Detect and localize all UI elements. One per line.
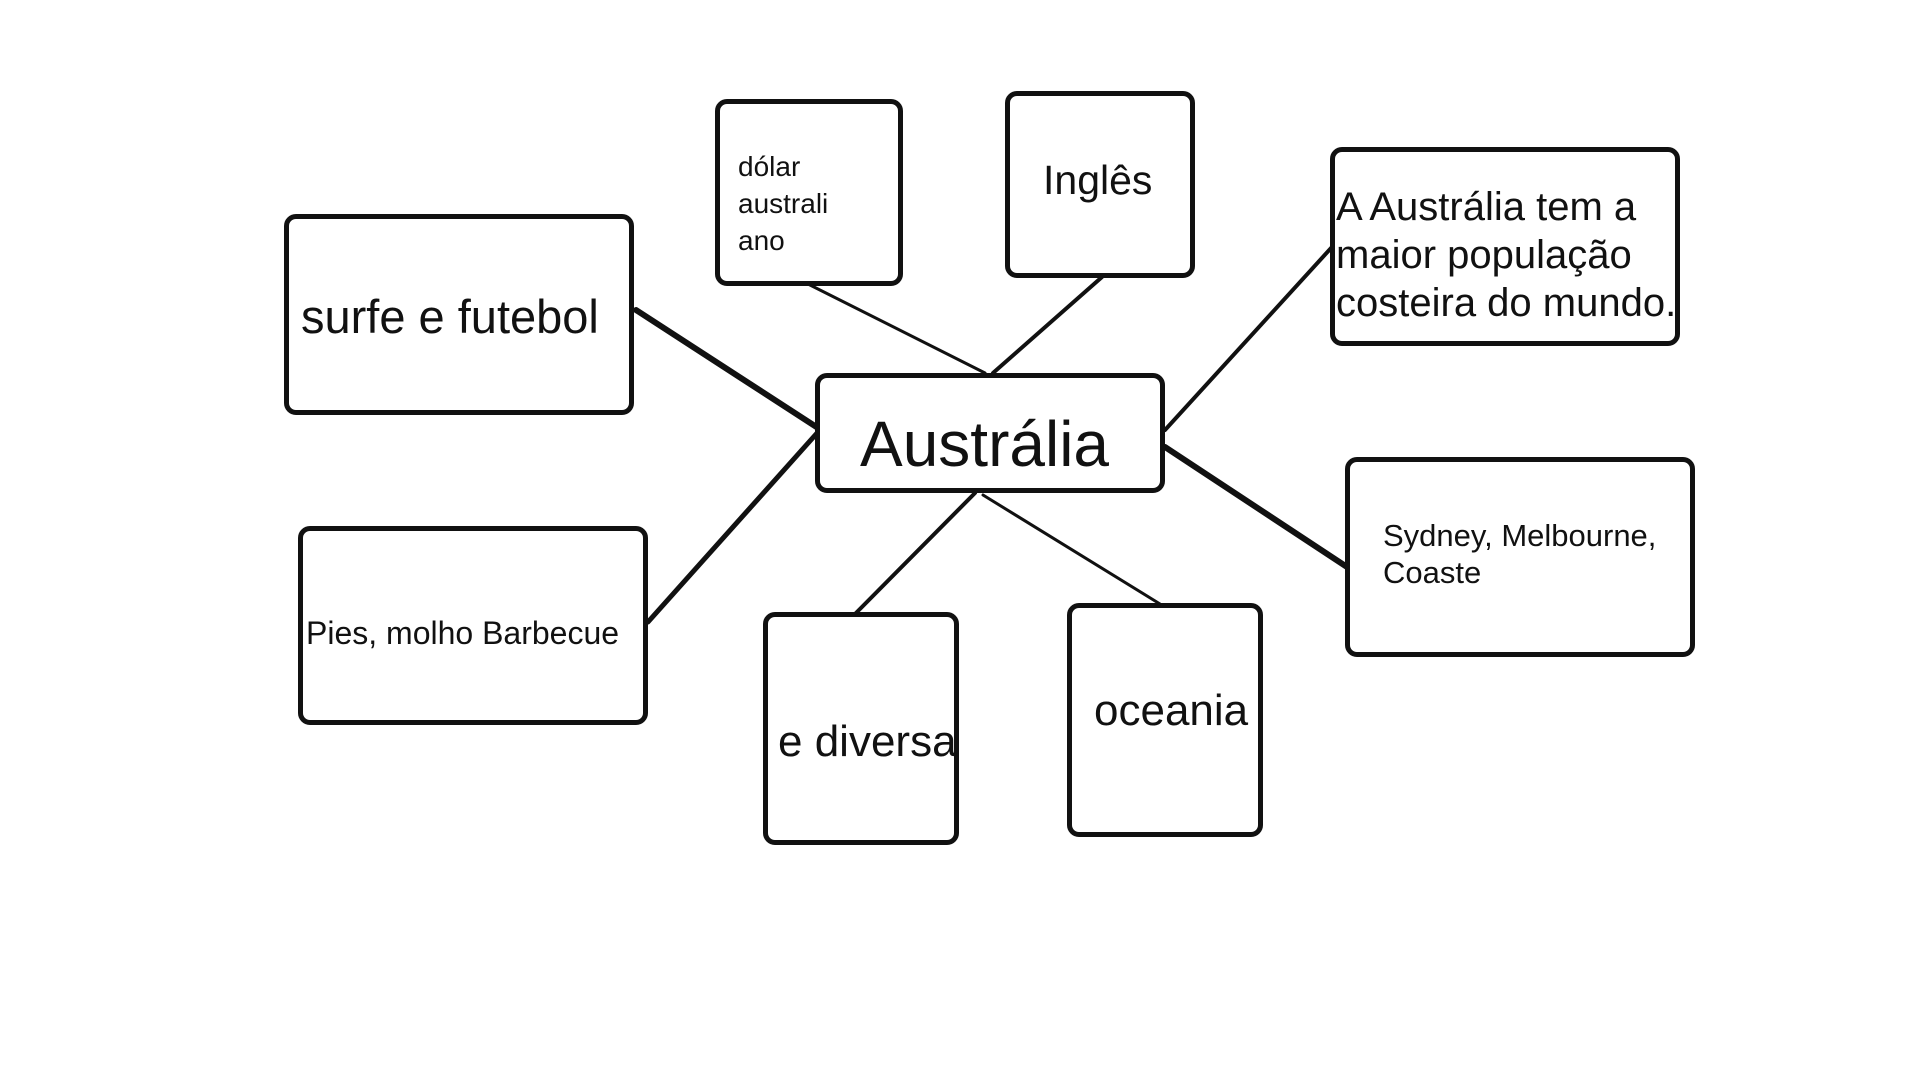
edge-center-language	[991, 275, 1104, 375]
edge-center-currency	[806, 282, 987, 375]
node-sport	[284, 214, 634, 415]
edge-center-food	[645, 429, 821, 625]
node-language-label: Inglês	[1043, 157, 1153, 203]
edge-center-population	[1163, 245, 1334, 432]
edge-center-cities	[1162, 444, 1350, 570]
node-currency	[715, 99, 903, 286]
node-sport-label: surfe e futebol	[301, 290, 599, 343]
center-node-label: Austrália	[860, 408, 1109, 480]
node-food-label: Pies, molho Barbecue	[306, 615, 620, 651]
edge-center-sport	[633, 307, 821, 431]
edge-center-diverse	[853, 491, 977, 616]
node-continent	[1067, 603, 1263, 837]
node-currency-label: dólar australi ano	[738, 151, 829, 256]
node-diverse	[763, 612, 959, 845]
node-language	[1005, 91, 1195, 278]
node-population-label: A Austrália tem a maior população costei…	[1336, 185, 1677, 325]
node-cities-label: Sydney, Melbourne, Coaste	[1383, 518, 1657, 590]
node-cities	[1345, 457, 1695, 657]
node-food	[298, 526, 648, 725]
node-diverse-label: e diversa	[778, 717, 957, 766]
edge-center-continent	[981, 493, 1162, 606]
center-node	[815, 373, 1165, 493]
node-continent-label: oceania	[1094, 686, 1249, 735]
node-population	[1330, 147, 1680, 346]
